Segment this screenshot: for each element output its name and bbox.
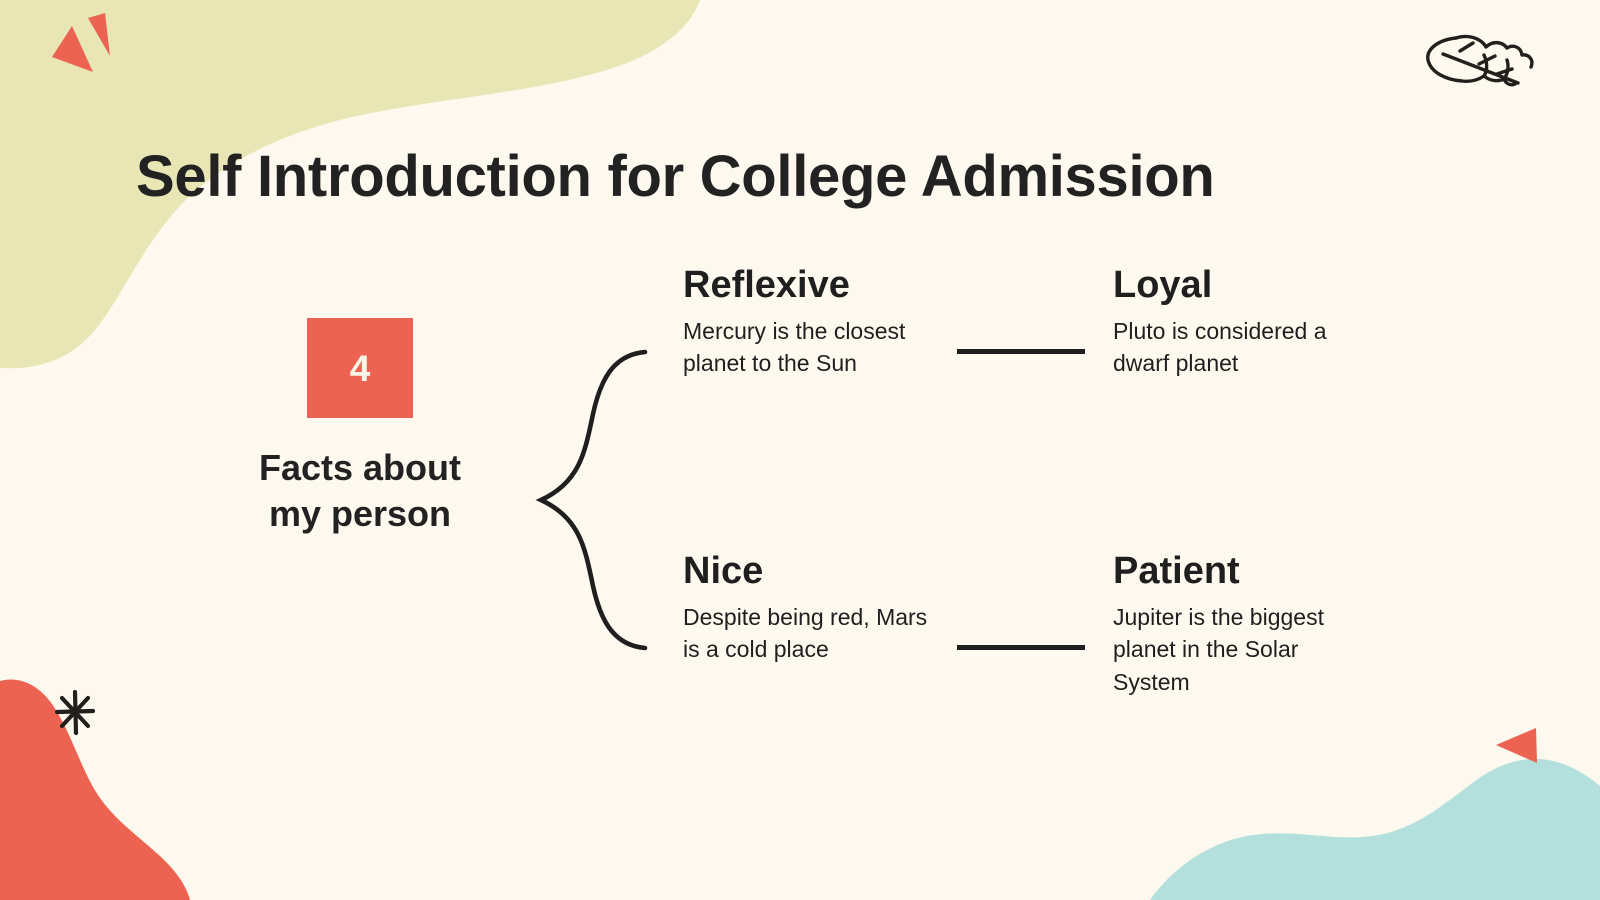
- fact-body: Mercury is the closest planet to the Sun: [683, 317, 906, 377]
- page-title: Self Introduction for College Admission: [136, 143, 1215, 209]
- fact-item-reflexive: Reflexive Mercury is the closest planet …: [683, 264, 933, 380]
- bottom-left-blob: [0, 679, 190, 900]
- triangle-icon-top-left-a: [52, 26, 93, 72]
- divider-line-bottom: [957, 645, 1085, 650]
- topic-label-line-1: Facts about: [258, 447, 462, 488]
- curly-brace-connector: [535, 349, 648, 651]
- leaf-icon: [1426, 34, 1534, 87]
- fact-item-loyal: Loyal Pluto is considered a dwarf planet: [1113, 264, 1373, 380]
- topic-label: Facts about my person: [215, 445, 505, 537]
- topic-block: 4 Facts about my person: [215, 318, 505, 537]
- fact-item-patient: Patient Jupiter is the biggest planet in…: [1113, 550, 1378, 698]
- fact-title: Loyal: [1113, 264, 1213, 306]
- topic-label-line-2: my person: [268, 493, 452, 535]
- fact-title: Nice: [683, 550, 764, 592]
- bottom-right-wave: [1150, 758, 1600, 900]
- divider-line-top: [957, 349, 1085, 354]
- triangle-icon-top-left-b: [88, 13, 110, 56]
- fact-body: Despite being red, Mars is a cold place: [683, 603, 928, 663]
- number-badge: 4: [307, 318, 413, 418]
- number-badge-value: 4: [349, 347, 371, 389]
- sparkle-icon: [54, 689, 96, 736]
- fact-title: Reflexive: [683, 264, 850, 306]
- triangle-icon-bottom-right: [1496, 728, 1537, 763]
- fact-body: Jupiter is the biggest planet in the Sol…: [1113, 603, 1324, 695]
- fact-item-nice: Nice Despite being red, Mars is a cold p…: [683, 550, 933, 666]
- fact-body: Pluto is considered a dwarf planet: [1113, 317, 1327, 377]
- fact-title: Patient: [1113, 550, 1240, 592]
